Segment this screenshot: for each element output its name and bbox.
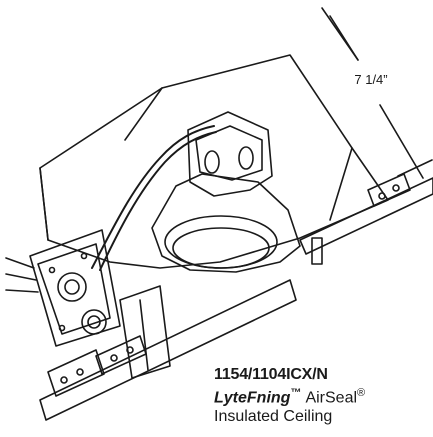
model-number: 1154/1104ICX/N (214, 366, 328, 383)
hanger-bar-left (39, 279, 297, 421)
dimension-label: 7 1/4” (354, 72, 388, 87)
registered-symbol: ® (357, 387, 366, 399)
conduit-cable (91, 125, 217, 271)
housing-box (39, 54, 389, 269)
brand-name: LyteFning (214, 389, 291, 407)
trademark-symbol: ™ (290, 387, 302, 399)
hanger-bar-right (299, 173, 433, 265)
mounting-bracket (119, 285, 171, 379)
lamp-assembly (151, 111, 301, 273)
dimension-line (321, 7, 433, 179)
product-name: AirSeal (305, 389, 358, 407)
product-description: Insulated Ceiling (214, 408, 333, 425)
junction-box (5, 229, 121, 347)
